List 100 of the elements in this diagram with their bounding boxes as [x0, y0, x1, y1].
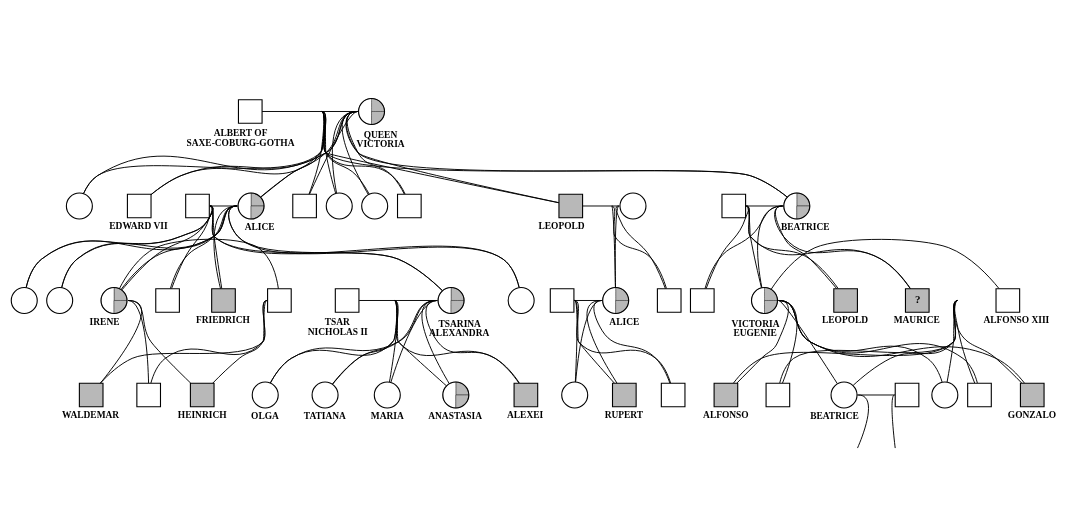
node-circle	[931, 380, 959, 409]
connector	[269, 299, 438, 383]
connector	[260, 110, 358, 198]
connector	[209, 205, 223, 289]
node-circle	[830, 380, 858, 409]
node-label: ALICE	[244, 221, 275, 232]
connector	[332, 299, 438, 384]
node-label: LEOPOLD	[538, 220, 585, 231]
connector	[212, 299, 268, 384]
node-label: BEATRICE	[781, 221, 830, 232]
node-label: ALEXEI	[506, 409, 544, 420]
connector	[127, 299, 150, 384]
node-box	[894, 382, 920, 407]
connector	[575, 299, 602, 382]
node-label: MAURICE	[893, 314, 940, 325]
connector	[745, 205, 762, 288]
node-label: EDWARD VII	[109, 220, 168, 231]
node-box	[656, 287, 682, 313]
node-box	[78, 382, 104, 407]
connector	[421, 299, 450, 384]
connector	[745, 205, 839, 289]
node-box	[1019, 382, 1045, 407]
connector	[390, 299, 438, 383]
connector	[614, 205, 620, 288]
connector	[733, 299, 958, 384]
node-box	[292, 193, 317, 218]
node-label: TSARINA ALEXANDRA	[429, 318, 490, 338]
connector	[953, 299, 1023, 384]
node-circle	[561, 380, 589, 409]
node-box	[396, 193, 422, 218]
connector	[891, 394, 896, 449]
node-box	[765, 382, 791, 407]
connector	[757, 205, 784, 288]
connector	[321, 110, 406, 194]
node-label: ANASTASIA	[428, 410, 483, 421]
node-circle	[507, 286, 535, 314]
connector	[745, 205, 785, 206]
node-box	[267, 287, 292, 313]
connector	[171, 205, 214, 289]
connector	[321, 110, 370, 195]
node-label: QUEEN VICTORIA	[356, 129, 405, 149]
connector	[393, 299, 447, 386]
connector	[150, 299, 268, 384]
connector	[309, 110, 358, 195]
node-label: ALFONSO	[703, 409, 749, 420]
node-box	[611, 382, 637, 407]
connector	[573, 299, 604, 301]
node-label: ALFONSO XIII	[983, 314, 1050, 325]
node-circle	[65, 191, 93, 220]
node-box	[185, 193, 210, 218]
node-box	[833, 287, 858, 313]
node-box	[126, 193, 152, 218]
node-label: TATIANA	[303, 410, 346, 421]
connector	[346, 110, 405, 194]
node-label: LEOPOLD	[821, 314, 869, 325]
node-label: IRENE	[89, 316, 120, 327]
connector	[778, 299, 838, 384]
connector	[704, 205, 784, 289]
node-box: ?	[904, 287, 930, 313]
connector	[574, 299, 672, 384]
connector	[593, 299, 671, 384]
connector	[574, 299, 615, 383]
node-box	[995, 287, 1021, 313]
node-circle	[325, 191, 353, 220]
connector	[341, 110, 369, 195]
connector	[770, 238, 1000, 290]
connector	[778, 299, 1025, 384]
connector	[261, 110, 359, 112]
node-label: WALDEMAR	[62, 409, 120, 420]
connector	[736, 299, 789, 383]
node-box	[721, 193, 747, 218]
node-label: ALICE	[609, 316, 640, 327]
node-box	[334, 287, 360, 313]
node-label: OLGA	[251, 410, 279, 421]
node-circle	[251, 380, 279, 409]
connector	[856, 394, 896, 395]
node-circle	[10, 286, 38, 314]
connector	[774, 205, 911, 289]
node-box	[660, 382, 686, 407]
connector	[425, 299, 520, 383]
node-label: BEATRICE	[810, 410, 859, 421]
node-label: VICTORIA EUGENIE	[731, 318, 780, 338]
connector	[208, 205, 239, 206]
node-box	[558, 193, 584, 218]
connector	[99, 299, 268, 384]
connector	[745, 205, 911, 289]
node-label: GONZALO	[1007, 409, 1057, 420]
node-box	[189, 382, 215, 407]
connector	[393, 299, 520, 383]
node-label: RUPERT	[604, 409, 644, 420]
node-box	[549, 287, 575, 313]
connector	[169, 205, 238, 289]
connector	[774, 205, 838, 289]
connector	[954, 299, 976, 383]
connector	[118, 238, 279, 289]
node-label: TSAR NICHOLAS II	[307, 316, 368, 337]
node-circle	[361, 191, 389, 220]
connector	[358, 299, 439, 301]
node-box	[136, 382, 162, 407]
node-box	[513, 382, 539, 407]
